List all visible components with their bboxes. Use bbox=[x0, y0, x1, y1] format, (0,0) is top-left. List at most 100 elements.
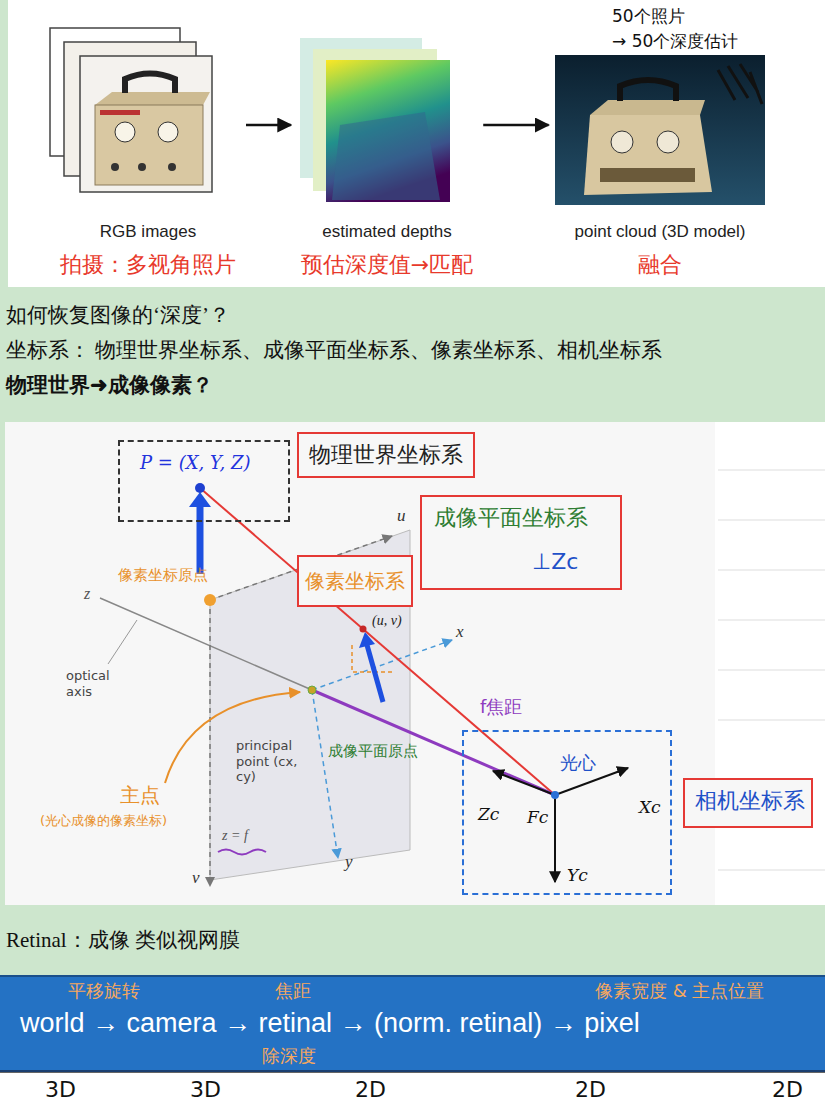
point-cloud-image bbox=[555, 55, 765, 205]
lined-paper bbox=[715, 422, 825, 905]
dimension-label: 2D bbox=[575, 1077, 606, 1103]
body-text: 如何恢复图像的‘深度’？ bbox=[6, 303, 230, 328]
axis-name: optical axis bbox=[66, 668, 122, 699]
pipeline-step: estimated depths 预估深度值→匹配 bbox=[295, 40, 479, 285]
point-cloud-image bbox=[555, 55, 765, 205]
point-box: P = (X, Y, Z) bbox=[118, 440, 290, 522]
handwritten-note: 像素坐标系 bbox=[305, 569, 405, 593]
purple-squiggle bbox=[218, 850, 266, 855]
diagram-panel bbox=[5, 422, 818, 905]
point-name: principal point (cx, cy) bbox=[236, 738, 308, 785]
step-caption: estimated depths bbox=[322, 222, 451, 242]
axis-label: y bbox=[345, 852, 353, 872]
depth-map-stack bbox=[300, 38, 450, 202]
rgb-photo-stack bbox=[50, 28, 212, 192]
annotation-box: 物理世界坐标系 bbox=[297, 432, 475, 478]
pipeline-panel bbox=[8, 0, 825, 287]
principal-point bbox=[308, 686, 316, 694]
rgb-photo-stack bbox=[138, 163, 146, 171]
dimension-label: 3D bbox=[45, 1077, 76, 1103]
blue-arrow bbox=[367, 645, 383, 702]
blue-arrow-head bbox=[189, 492, 211, 507]
depth-map-stack bbox=[326, 60, 450, 202]
pipeline-text: world → camera → retinal → (norm. retina… bbox=[20, 1007, 640, 1039]
axis-label: Xc bbox=[639, 797, 661, 817]
pixel-origin bbox=[204, 594, 216, 606]
note: → 50个深度估计 bbox=[612, 31, 738, 51]
dimension-row bbox=[0, 1072, 825, 1110]
step-note: 像素宽度 & 主点位置 bbox=[595, 980, 764, 1002]
rgb-photo-stack bbox=[95, 105, 203, 185]
annotation-box: 相机坐标系 bbox=[683, 778, 813, 828]
handwritten-note: ⊥Zc bbox=[532, 549, 578, 575]
point-cloud-image bbox=[611, 131, 633, 153]
lined-paper bbox=[718, 570, 825, 571]
rgb-photo-stack bbox=[100, 110, 140, 115]
world-point bbox=[195, 483, 205, 493]
pipeline-band: 平移旋转 焦距 像素宽度 & 主点位置 world → camera → retina… bbox=[0, 975, 825, 1072]
optical-axis bbox=[100, 598, 312, 690]
rgb-photo-stack bbox=[158, 122, 178, 142]
axis-label: Yc bbox=[567, 865, 588, 885]
axis-label: u bbox=[397, 506, 406, 526]
rgb-photo-stack bbox=[111, 163, 119, 171]
lined-paper bbox=[715, 422, 825, 905]
pipeline-step: RGB images 拍摄：多视角照片 bbox=[54, 40, 242, 285]
point-cloud-image bbox=[620, 80, 676, 101]
step-caption: point cloud (3D model) bbox=[574, 222, 745, 242]
step-note: 融合 bbox=[638, 252, 682, 278]
step-note: 平移旋转 bbox=[68, 980, 140, 1002]
handwritten-note: f焦距 bbox=[480, 696, 522, 718]
step-note: 焦距 bbox=[275, 980, 311, 1002]
equation-label: z = f bbox=[222, 828, 248, 845]
point-coordinates: P = (X, Y, Z) bbox=[140, 452, 250, 474]
depth-map-stack bbox=[332, 112, 440, 200]
point-cloud-image bbox=[600, 168, 695, 182]
axis-label: Zc bbox=[478, 804, 499, 824]
step-note: 预估深度值→匹配 bbox=[301, 252, 473, 278]
image-point bbox=[360, 626, 367, 633]
handwritten-note: 成像平面原点 bbox=[328, 742, 418, 760]
leader-line bbox=[108, 620, 137, 664]
x-axis bbox=[312, 640, 452, 690]
axis-label: x bbox=[456, 622, 464, 642]
axis-label: v bbox=[192, 868, 200, 888]
lined-paper bbox=[718, 520, 825, 521]
handwritten-note: 光心 bbox=[560, 752, 596, 774]
rgb-photo-stack bbox=[168, 163, 176, 171]
optical-center bbox=[551, 791, 559, 799]
body-text: 坐标系： 物理世界坐标系、成像平面坐标系、像素坐标系、相机坐标系 bbox=[6, 338, 662, 363]
lined-paper bbox=[718, 470, 825, 471]
step-caption: RGB images bbox=[100, 222, 196, 242]
handwritten-note: 成像平面坐标系 bbox=[434, 505, 588, 531]
rgb-photo-stack bbox=[80, 56, 212, 192]
note: 50个照片 bbox=[612, 6, 685, 26]
handwritten-note: (光心成像的像素坐标) bbox=[40, 813, 167, 829]
orange-callout-arrow bbox=[165, 692, 300, 783]
lined-paper bbox=[718, 870, 825, 871]
step-note: 拍摄：多视角照片 bbox=[60, 252, 236, 278]
camera-frame-box: 光心 Zc XcFcYc bbox=[462, 730, 672, 895]
handwritten-note: 相机坐标系 bbox=[695, 788, 805, 814]
lined-paper bbox=[718, 720, 825, 721]
point-cloud-image bbox=[657, 131, 679, 153]
focal-length-line bbox=[312, 690, 555, 795]
dimension-label: 3D bbox=[190, 1077, 221, 1103]
axis-label: z bbox=[84, 584, 90, 603]
point-label: (u, v) bbox=[372, 613, 402, 630]
body-text: 物理世界➜成像像素？ bbox=[6, 373, 213, 398]
blue-arrow bbox=[197, 505, 204, 574]
handwritten-note: 主点 bbox=[120, 783, 160, 807]
rgb-photo-stack bbox=[115, 122, 135, 142]
dimension-label: 2D bbox=[772, 1077, 803, 1103]
axis-label: Fc bbox=[527, 807, 548, 827]
annotation-box: 像素坐标系 bbox=[297, 555, 413, 607]
annotation-box: 成像平面坐标系 ⊥Zc bbox=[420, 495, 622, 590]
y-axis bbox=[312, 690, 338, 858]
handwritten-note: 物理世界坐标系 bbox=[309, 442, 463, 468]
flow-arrow bbox=[246, 124, 291, 127]
lined-paper bbox=[718, 670, 825, 671]
point-cloud-image bbox=[590, 100, 705, 115]
zc-axis bbox=[493, 771, 555, 795]
